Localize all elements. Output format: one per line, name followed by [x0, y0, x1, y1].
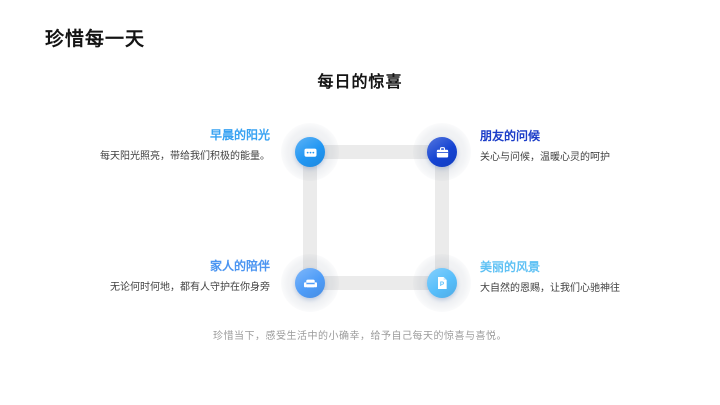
item-label: 美丽的风景 [480, 260, 541, 274]
item-label: 早晨的阳光 [209, 128, 270, 142]
briefcase-icon [434, 144, 451, 161]
item-morning-sun: 早晨的阳光 每天阳光照亮，带给我们积极的能量。 [80, 129, 270, 165]
connector-line-left [303, 152, 317, 283]
connector-line-right [435, 152, 449, 283]
slide-caption: 珍惜当下，感受生活中的小确幸，给予自己每天的惊喜与喜悦。 [213, 331, 507, 342]
slide-title: 珍惜每一天 [45, 29, 146, 50]
node-morning-sun [281, 123, 339, 181]
item-label: 家人的陪伴 [209, 259, 270, 273]
document-p-icon: P [434, 275, 450, 291]
page-title: 每日的惊喜 [317, 74, 403, 91]
item-beautiful-scenery: 美丽的风景 大自然的恩赐，让我们心驰神往 [480, 261, 670, 297]
item-description: 无论何时何地，都有人守护在你身旁 [110, 282, 270, 293]
chat-message-icon [302, 144, 319, 161]
svg-text:P: P [440, 281, 444, 288]
node-friend-greeting [413, 123, 471, 181]
item-description: 每天阳光照亮，带给我们积极的能量。 [100, 151, 270, 162]
item-family-company: 家人的陪伴 无论何时何地，都有人守护在你身旁 [80, 260, 270, 296]
connector-line-bottom [310, 276, 442, 290]
item-description: 大自然的恩赐，让我们心驰神往 [480, 283, 620, 294]
item-description: 关心与问候，温暖心灵的呵护 [480, 152, 610, 163]
node-beautiful-scenery: P [413, 254, 471, 312]
connector-line-top [310, 145, 442, 159]
item-label: 朋友的问候 [480, 129, 541, 143]
sofa-icon [302, 275, 319, 292]
item-friend-greeting: 朋友的问候 关心与问候，温暖心灵的呵护 [480, 130, 670, 166]
node-family-company [281, 254, 339, 312]
